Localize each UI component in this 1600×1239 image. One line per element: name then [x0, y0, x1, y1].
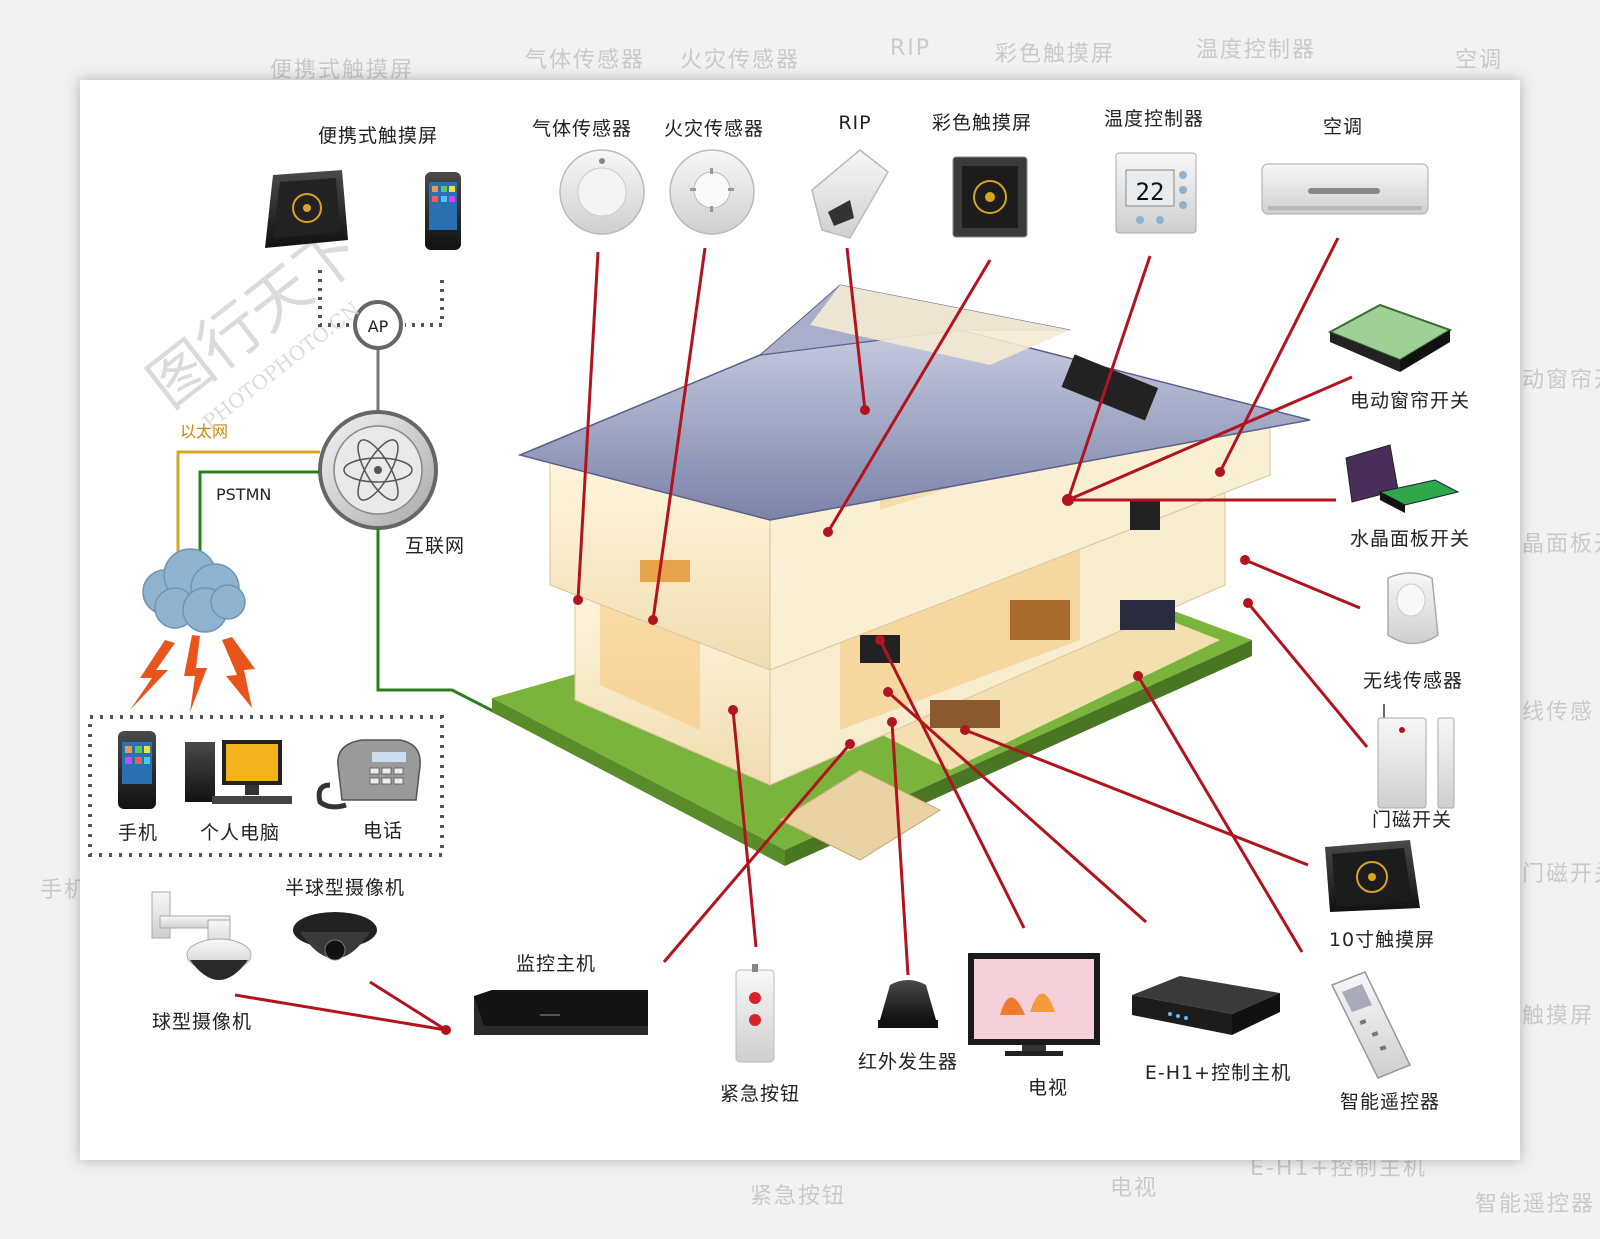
wireless-sensor-icon — [1387, 572, 1439, 645]
cloud-icon — [142, 548, 246, 633]
solar-panel — [1061, 354, 1159, 421]
pstmn-line — [198, 470, 320, 558]
monitor-host-label: 监控主机 — [516, 953, 596, 975]
telephone-icon — [316, 739, 421, 810]
air-conditioner-icon — [1261, 163, 1429, 215]
crystal-panel-switch-label: 水晶面板开关 — [1350, 528, 1470, 550]
gas-sensor-icon — [559, 149, 645, 235]
thermostat-icon: 22 — [1115, 152, 1197, 234]
bg-label: 智能遥控器 — [1475, 1192, 1596, 1217]
bg-label: 火灾传感器 — [680, 48, 801, 73]
thermostat-reading: 22 — [1136, 178, 1165, 206]
color-touchscreen-label: 彩色触摸屏 — [932, 112, 1032, 134]
control-host-icon — [1132, 976, 1280, 1035]
door-magnet-label: 门磁开关 — [1372, 809, 1452, 831]
emergency-button-label: 紧急按钮 — [720, 1083, 800, 1105]
monitor-host-icon — [474, 990, 648, 1035]
bg-label: 空调 — [1455, 48, 1504, 73]
network-section: AP 互联网 以太网 PSTMN — [88, 270, 800, 857]
dome-camera-icon — [151, 891, 252, 980]
crystal-panel-switch-icon — [1345, 444, 1460, 513]
mobile-phone-icon — [118, 731, 156, 809]
ir-generator-icon — [878, 980, 938, 1028]
connection-endpoints — [441, 405, 1253, 1035]
mobile-phone-label: 手机 — [118, 822, 158, 844]
bg-label: 触摸屏 — [1522, 1004, 1595, 1029]
bg-label: 温度控制器 — [1196, 38, 1317, 63]
color-touchscreen-icon — [952, 156, 1028, 238]
smartphone-icon — [425, 172, 461, 250]
bg-label: 晶面板开 — [1522, 532, 1600, 557]
dotted-link — [318, 270, 355, 327]
smart-remote-label: 智能遥控器 — [1340, 1091, 1440, 1113]
bg-label: 气体传感器 — [525, 48, 646, 73]
ap-label: AP — [368, 317, 389, 336]
bg-label: 紧急按钮 — [750, 1184, 847, 1209]
pc-icon — [185, 740, 292, 804]
door-magnet-icon — [1377, 704, 1455, 809]
bg-label: RIP — [890, 36, 932, 61]
emergency-button-icon — [735, 964, 775, 1063]
pc-label: 个人电脑 — [200, 822, 280, 844]
terminal-box — [88, 715, 444, 857]
dotted-link — [405, 280, 444, 327]
bg-label: E-H1+控制主机 — [1250, 1156, 1427, 1181]
dome-camera-label: 球型摄像机 — [152, 1011, 252, 1033]
bg-label: 手机 — [40, 878, 89, 903]
pstmn-label: PSTMN — [216, 485, 271, 504]
ethernet-line — [176, 450, 320, 558]
gas-sensor-label: 气体传感器 — [532, 118, 632, 140]
wireless-sensor-label: 无线传感器 — [1363, 670, 1463, 692]
connection-lines — [234, 237, 1369, 1032]
bg-label: 门磁开关 — [1522, 862, 1600, 887]
diagram-card: AP 互联网 以太网 PSTMN — [80, 80, 1520, 1160]
portable-touchscreen-label: 便携式触摸屏 — [318, 125, 438, 147]
bg-label: 彩色触摸屏 — [995, 42, 1116, 67]
touchscreen-10inch-icon — [1325, 840, 1420, 912]
bg-label: 便携式触摸屏 — [270, 58, 415, 83]
rip-sensor-icon — [811, 149, 889, 239]
internet-globe — [318, 410, 438, 530]
telephone-label: 电话 — [363, 820, 403, 842]
half-dome-camera-icon — [293, 912, 377, 961]
curtain-switch-icon — [1327, 303, 1453, 372]
bg-label: 线传感 — [1522, 700, 1595, 725]
bg-label: 电视 — [1110, 1176, 1159, 1201]
fire-sensor-icon — [669, 149, 755, 235]
tablet-icon — [265, 170, 348, 248]
house-illustration — [492, 284, 1311, 866]
tv-icon — [968, 953, 1100, 1056]
ir-generator-label: 红外发生器 — [858, 1051, 958, 1073]
air-conditioner-label: 空调 — [1323, 116, 1363, 138]
bg-label: 动窗帘开 — [1522, 368, 1600, 393]
fire-sensor-label: 火灾传感器 — [664, 118, 764, 140]
touchscreen-10inch-label: 10寸触摸屏 — [1329, 929, 1435, 951]
internet-label: 互联网 — [405, 535, 465, 557]
rip-label: RIP — [838, 112, 871, 134]
ethernet-label: 以太网 — [180, 422, 228, 441]
smart-remote-icon — [1330, 971, 1412, 1079]
half-dome-camera-label: 半球型摄像机 — [285, 877, 405, 899]
tv-label: 电视 — [1028, 1077, 1068, 1099]
lightning-icon — [130, 635, 255, 712]
smart-home-diagram: AP 互联网 以太网 PSTMN — [88, 108, 1470, 1113]
curtain-switch-label: 电动窗帘开关 — [1350, 390, 1470, 412]
control-host-label: E-H1+控制主机 — [1145, 1062, 1291, 1084]
ap-node: AP — [353, 300, 403, 350]
temp-controller-label: 温度控制器 — [1104, 108, 1204, 130]
